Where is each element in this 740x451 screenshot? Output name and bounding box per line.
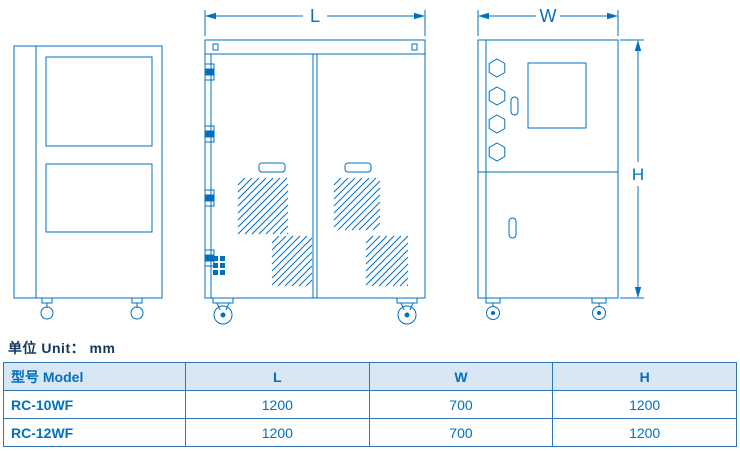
hex-vents bbox=[488, 58, 506, 162]
left-view-bottom-panel bbox=[45, 163, 153, 233]
cell-h: 1200 bbox=[552, 418, 737, 447]
vent-left-upper bbox=[237, 177, 289, 235]
control-panel-grid bbox=[213, 256, 225, 275]
technical-drawing: L bbox=[13, 6, 644, 325]
cell-model: RC-12WF bbox=[3, 418, 186, 447]
header-h: H bbox=[552, 362, 737, 391]
side-slot-upper bbox=[510, 96, 519, 116]
corner-mark-right bbox=[411, 43, 418, 51]
door-hinges bbox=[204, 63, 215, 267]
table-row: RC-10WF 1200 700 1200 bbox=[3, 390, 737, 419]
side-window bbox=[527, 62, 587, 129]
vent-left-lower bbox=[271, 235, 313, 287]
side-slot-lower bbox=[508, 217, 517, 239]
dimension-label-l: L bbox=[310, 6, 320, 26]
arrow-right-icon bbox=[414, 12, 425, 20]
front-view bbox=[204, 39, 426, 325]
unit-label: 单位 Unit： mm bbox=[8, 340, 116, 356]
dimension-label-w: W bbox=[540, 6, 557, 26]
left-door-handle bbox=[258, 162, 286, 173]
dimension-label-h: H bbox=[632, 165, 644, 184]
left-side-view bbox=[13, 45, 163, 320]
cell-w: 700 bbox=[368, 390, 554, 419]
right-side-view bbox=[477, 39, 619, 320]
left-view-top-panel bbox=[45, 56, 153, 147]
left-view-casters bbox=[40, 297, 144, 320]
arrow-down-icon bbox=[634, 287, 642, 298]
arrow-left-icon bbox=[478, 12, 489, 20]
table-header-row: 型号 Model L W H bbox=[3, 362, 737, 391]
front-casters bbox=[212, 297, 418, 325]
cell-w: 700 bbox=[368, 418, 554, 447]
header-model: 型号 Model bbox=[3, 362, 186, 391]
arrow-left-icon bbox=[205, 12, 216, 20]
table-row: RC-12WF 1200 700 1200 bbox=[3, 418, 737, 447]
dimension-w: W bbox=[477, 6, 619, 36]
corner-mark-left bbox=[212, 43, 219, 51]
dimension-h: H bbox=[620, 39, 644, 299]
right-view-casters bbox=[485, 297, 607, 320]
vent-right-lower bbox=[365, 235, 409, 287]
arrow-right-icon bbox=[607, 12, 618, 20]
cell-l: 1200 bbox=[185, 418, 370, 447]
dimension-l: L bbox=[204, 6, 426, 36]
header-w: W bbox=[368, 362, 554, 391]
cell-l: 1200 bbox=[185, 390, 370, 419]
right-door-handle bbox=[344, 162, 372, 173]
cell-model: RC-10WF bbox=[3, 390, 186, 419]
arrow-up-icon bbox=[634, 40, 642, 51]
spec-table: 型号 Model L W H RC-10WF 1200 700 1200 RC-… bbox=[3, 362, 737, 447]
cell-h: 1200 bbox=[552, 390, 737, 419]
header-l: L bbox=[185, 362, 370, 391]
vent-right-upper bbox=[333, 177, 381, 231]
